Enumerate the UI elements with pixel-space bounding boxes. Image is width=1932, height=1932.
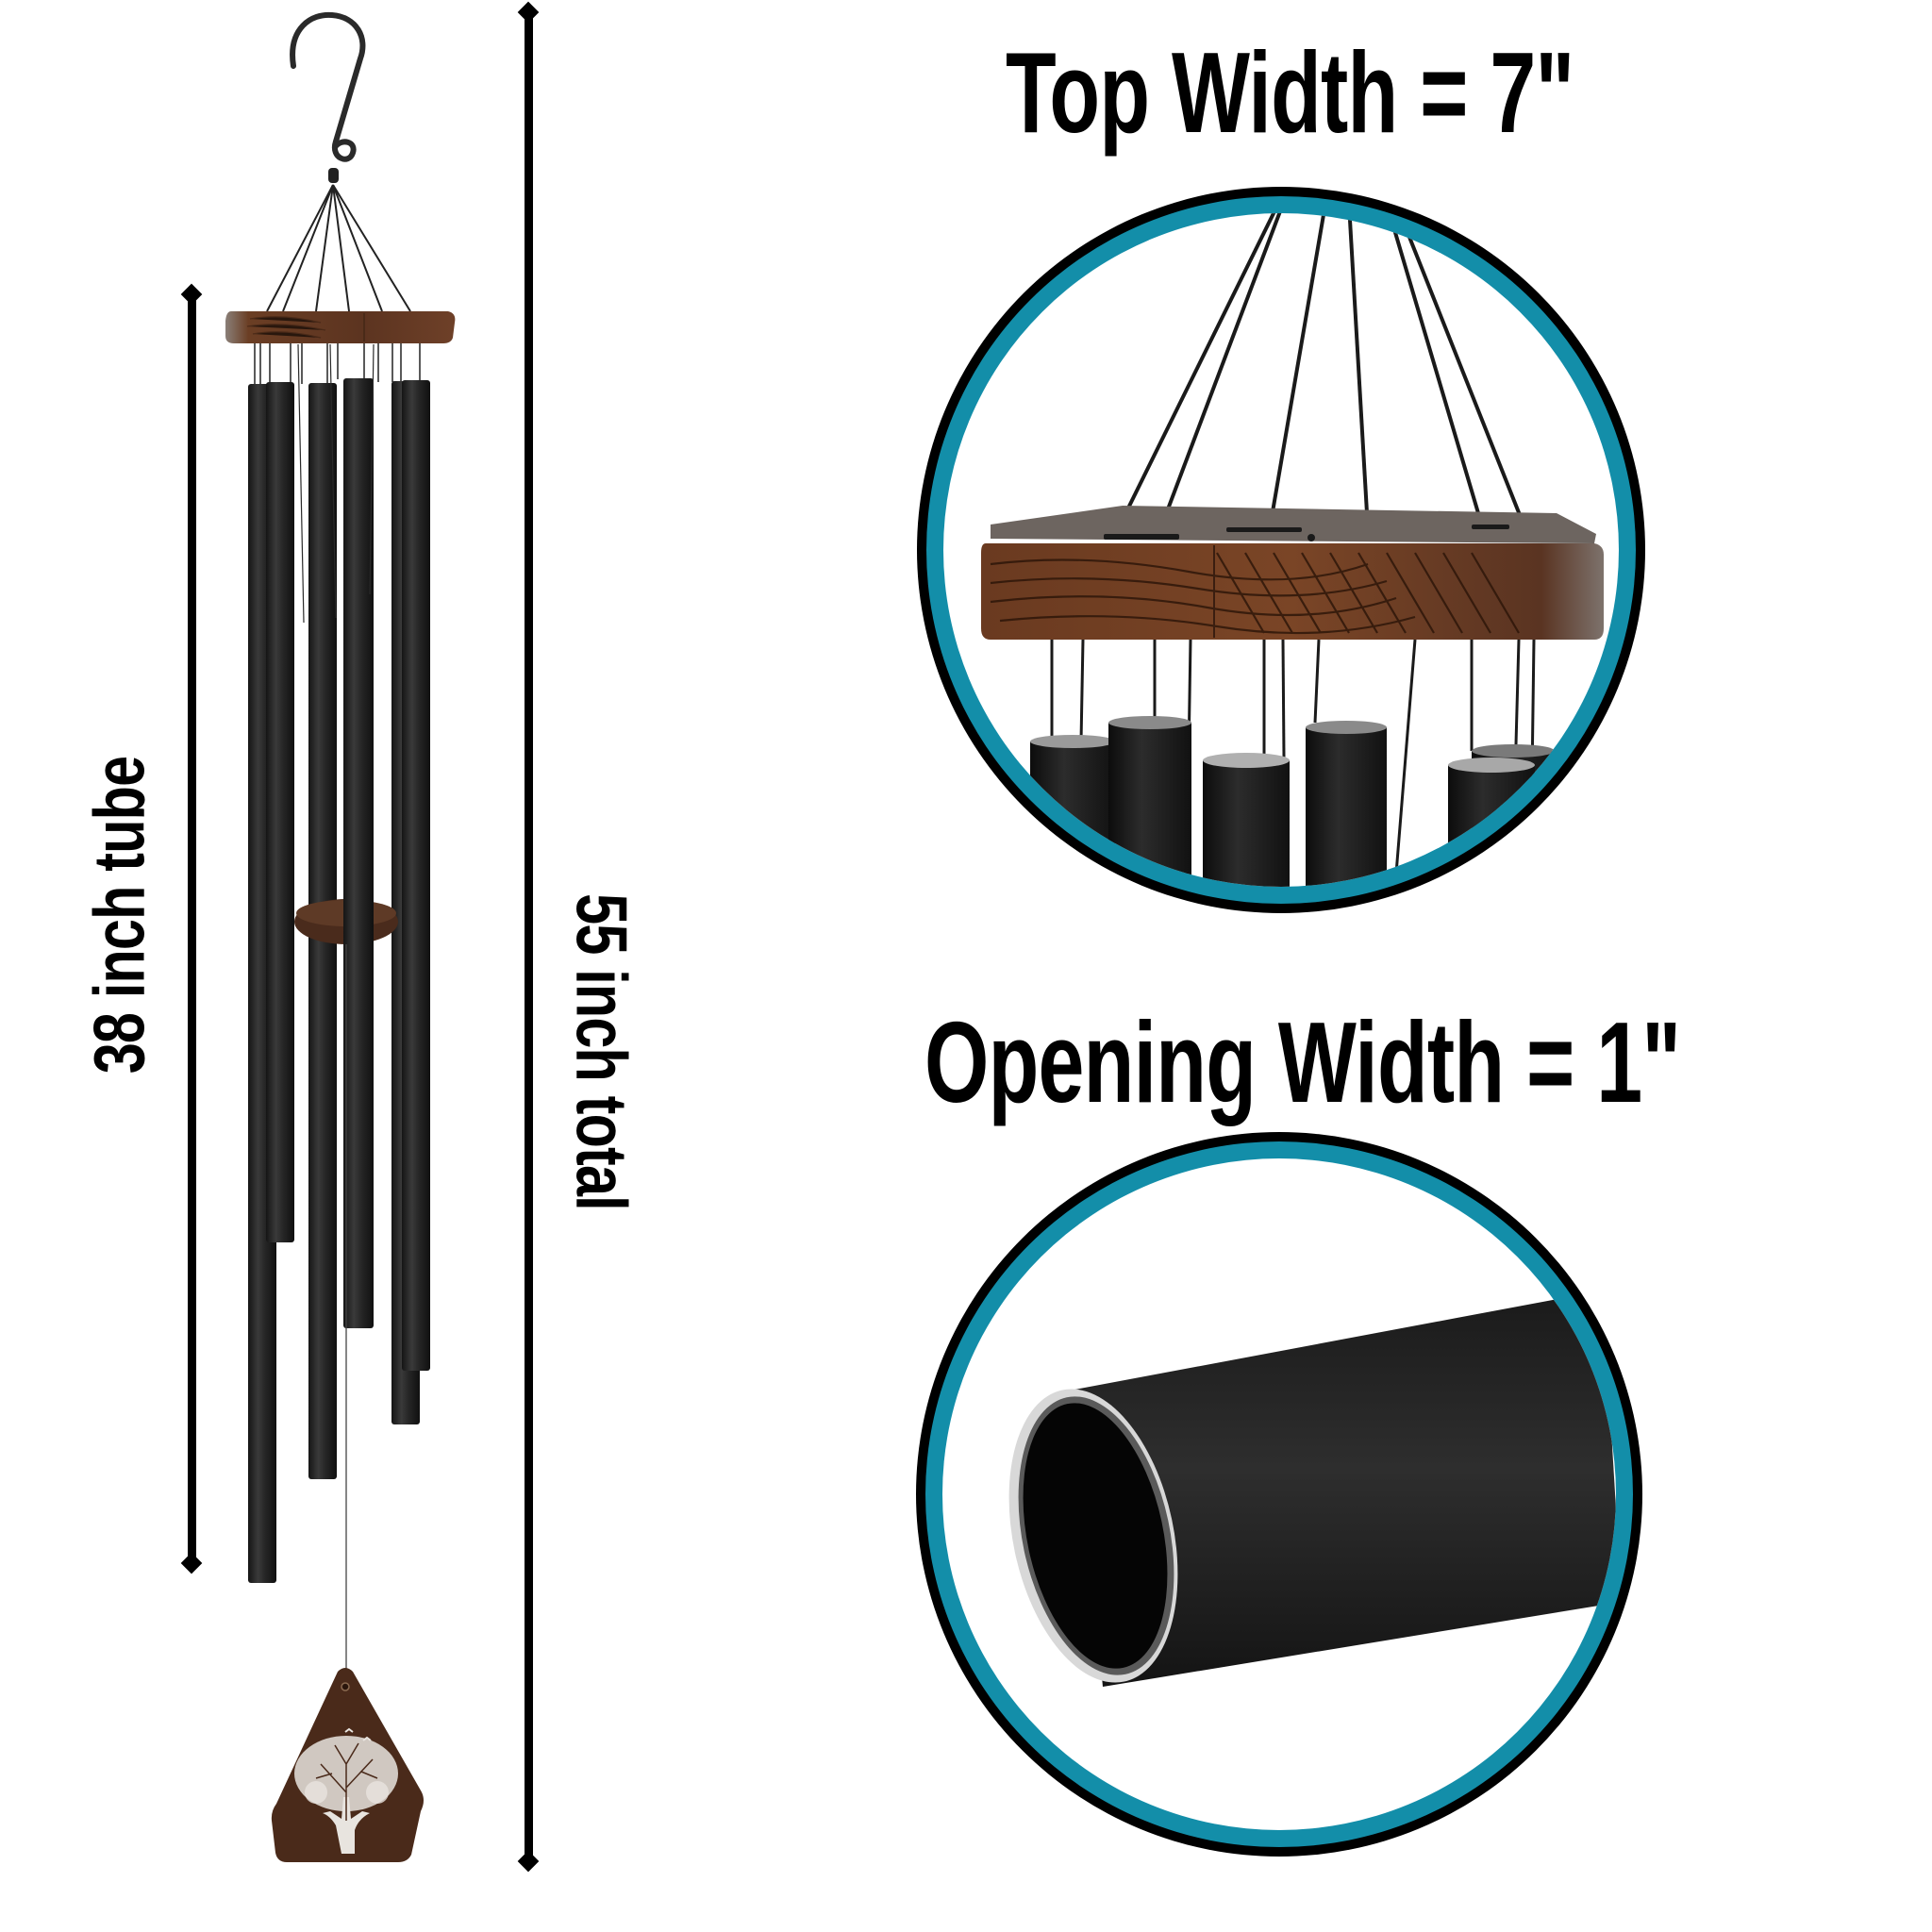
wind-chime-icon (225, 11, 456, 1862)
top-detail-photo (943, 213, 1619, 887)
opening-width-heading: Opening Width = 1" (924, 998, 1681, 1126)
chime-top-closeup-icon (981, 213, 1604, 887)
dimension-endpoint-bottom (517, 1850, 540, 1873)
opening-detail-photo (942, 1158, 1616, 1830)
tube-opening-closeup-icon (1008, 1291, 1616, 1687)
total-length-label: 55 inch total (560, 893, 641, 1210)
opening-detail-view (916, 1132, 1642, 1857)
top-detail-view (917, 187, 1645, 913)
tube-length-line (188, 294, 196, 1563)
teal-ring (925, 1141, 1633, 1847)
top-width-heading: Top Width = 7" (1006, 28, 1574, 157)
wind-chime-illustration (0, 0, 491, 1932)
tube-length-label: 38 inch tube (79, 756, 160, 1074)
total-length-line (525, 12, 533, 1861)
teal-ring (926, 196, 1636, 904)
